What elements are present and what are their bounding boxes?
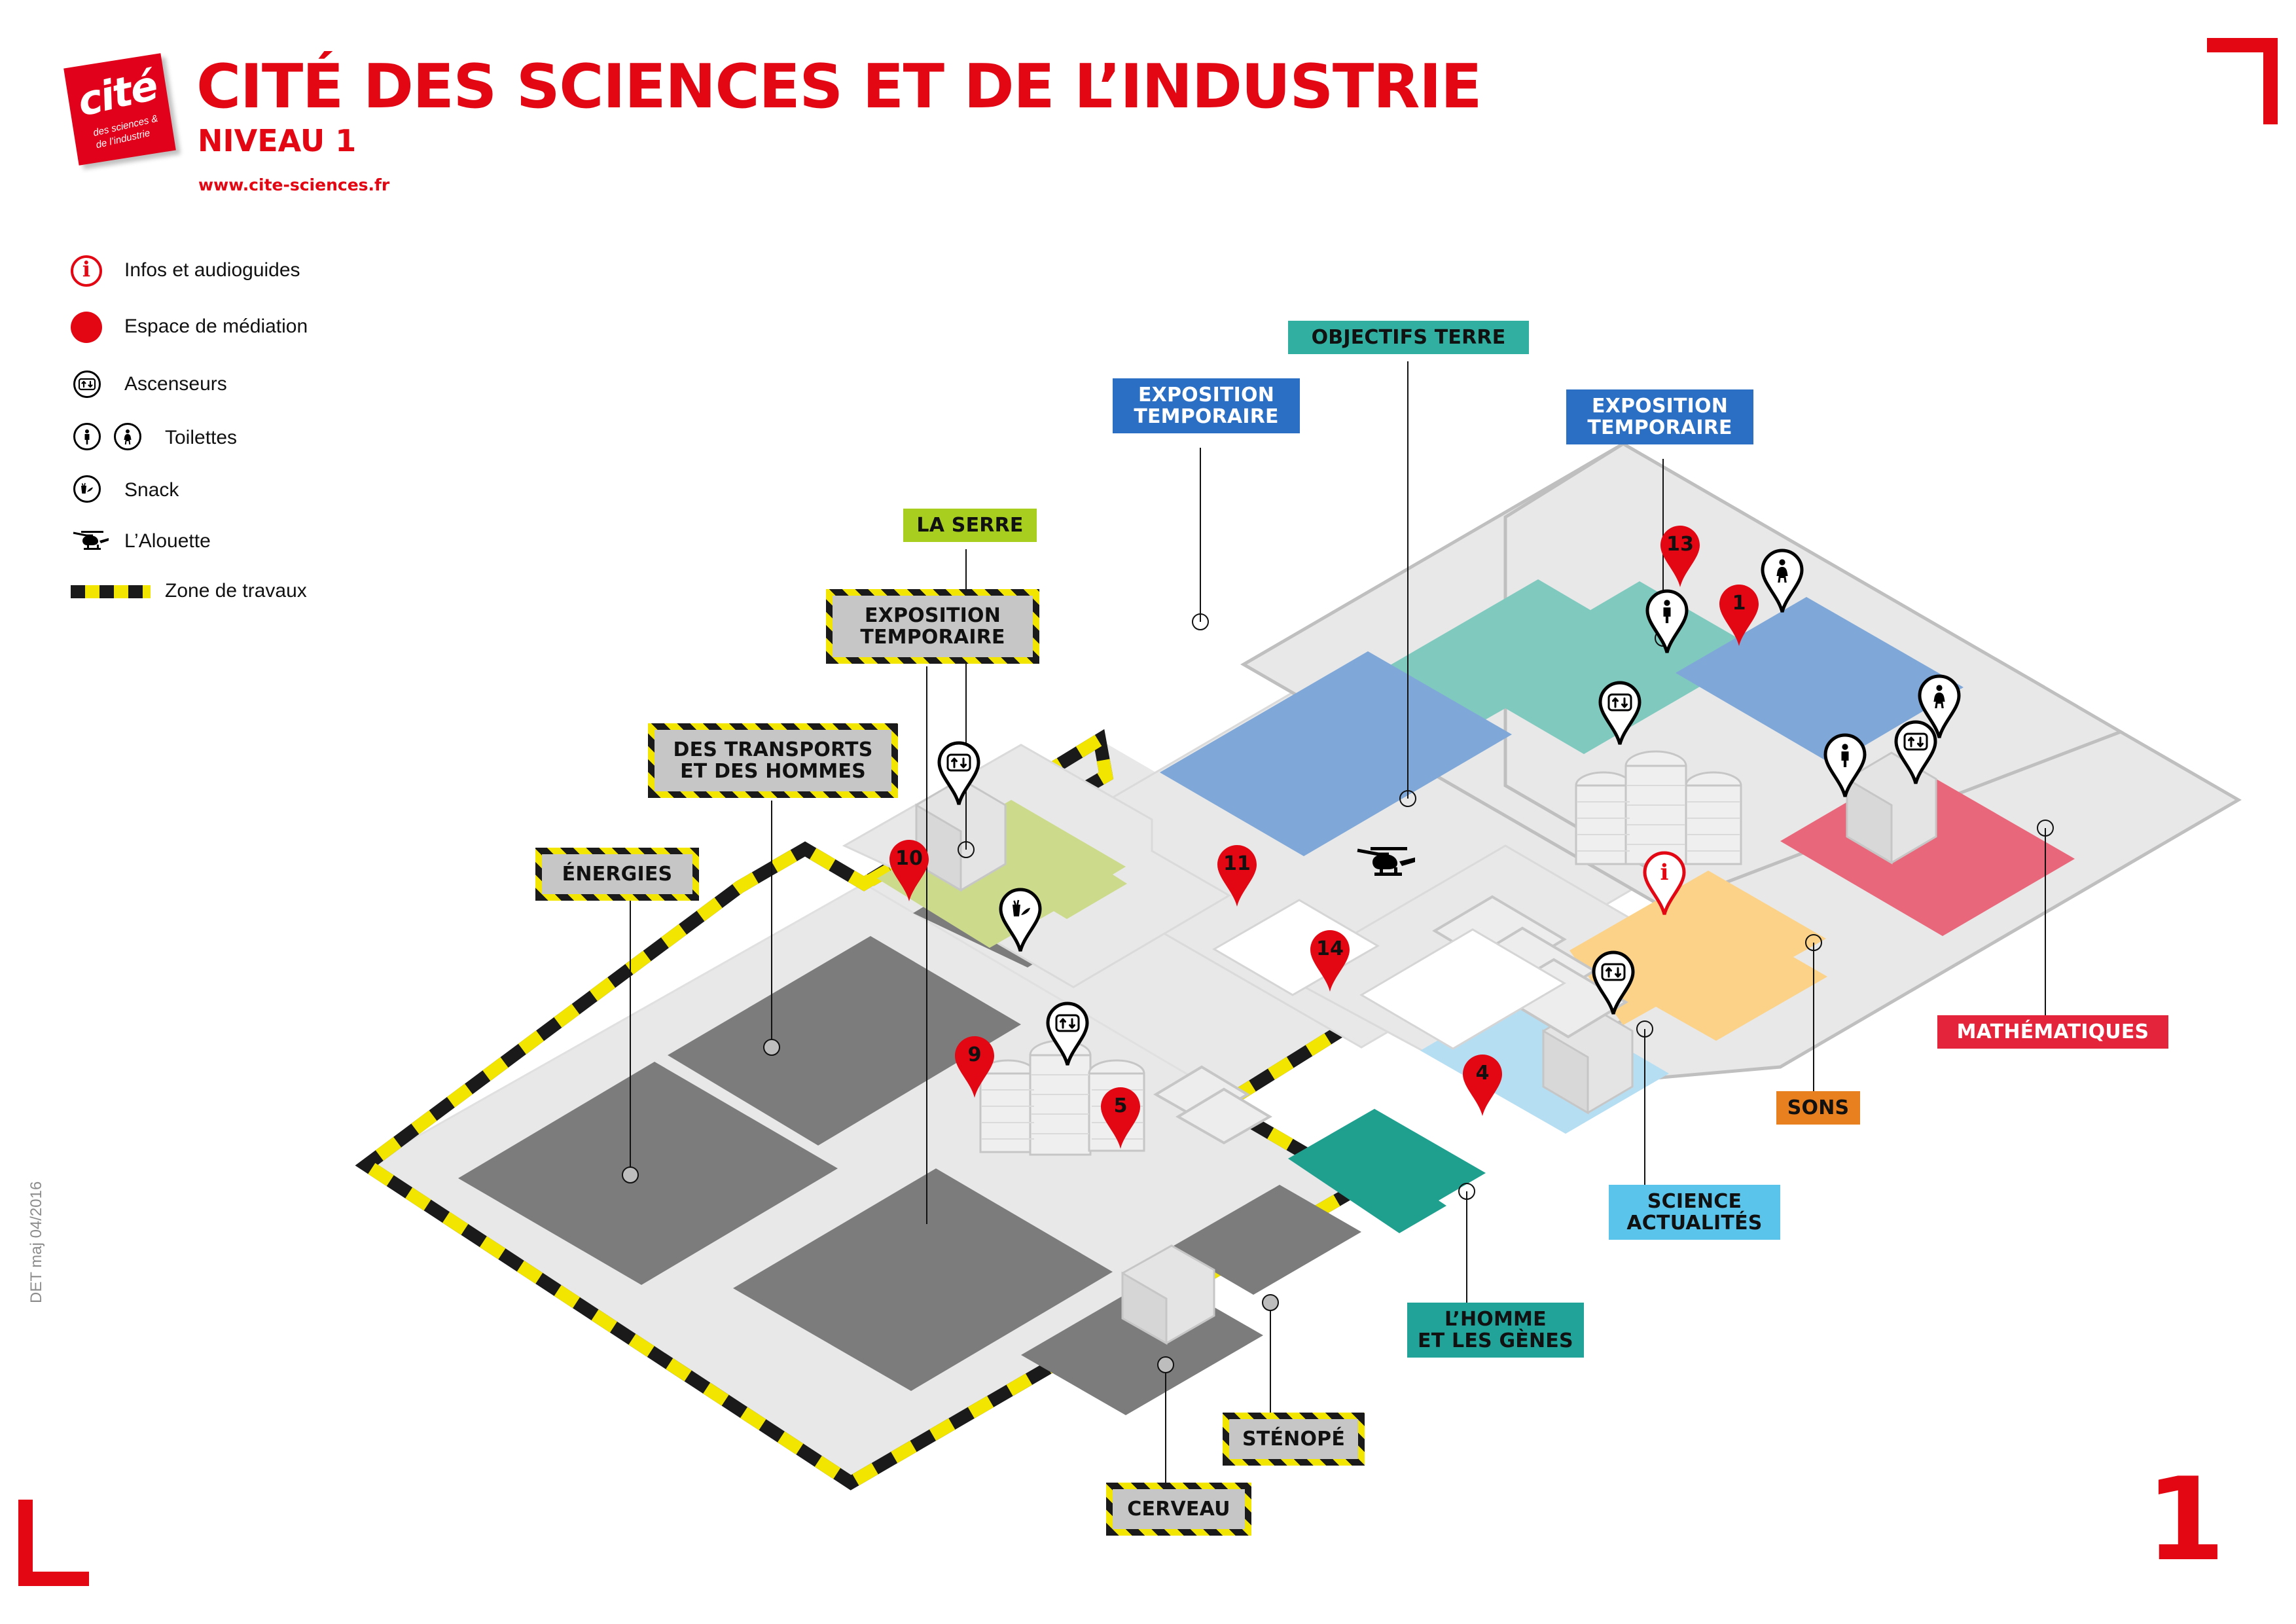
map-pin-number[interactable]: 14: [1306, 928, 1354, 994]
map-label-science-actualites[interactable]: SCIENCE ACTUALITÉS: [1609, 1185, 1780, 1240]
area-homme-genes: [1288, 1109, 1486, 1233]
level-number: 1: [2145, 1454, 2225, 1587]
label-leader-line: [2045, 828, 2046, 1015]
map-pin-snack[interactable]: [996, 888, 1045, 953]
map-label-homme-genes[interactable]: L’HOMME ET LES GÈNES: [1407, 1303, 1584, 1358]
map-label-la-serre[interactable]: LA SERRE: [903, 509, 1037, 542]
map-pin-info-pin[interactable]: i: [1640, 851, 1689, 916]
map-label-cerveau[interactable]: CERVEAU: [1106, 1483, 1251, 1536]
label-leader-line: [965, 549, 967, 850]
label-anchor-dot: [1192, 613, 1209, 630]
map-pin-number[interactable]: 11: [1213, 843, 1261, 909]
map-pin-elevator[interactable]: [935, 741, 983, 806]
map-pin-toilet-women[interactable]: [1758, 549, 1806, 614]
label-leader-line: [1270, 1303, 1271, 1413]
area-expo-blue-left: [1160, 651, 1512, 856]
snack-icon: [73, 475, 101, 503]
map-pin-number[interactable]: 4: [1458, 1053, 1507, 1118]
revision-note: DET maj 04/2016: [27, 1181, 45, 1303]
map-pin-number[interactable]: 9: [950, 1034, 999, 1100]
structures: [915, 750, 1937, 1156]
map-pin-number[interactable]: 5: [1096, 1085, 1145, 1151]
map-label-objectifs-terre[interactable]: OBJECTIFS TERRE: [1288, 321, 1529, 354]
cylinder-cluster-left: [979, 1039, 1145, 1156]
legend-label: Espace de médiation: [124, 316, 308, 337]
label-anchor-dot: [1262, 1294, 1279, 1311]
map-pin-elevator[interactable]: [1596, 681, 1644, 746]
label-anchor-dot: [2037, 820, 2054, 837]
page-title: CITÉ DES SCIENCES ET DE L’INDUSTRIE: [196, 51, 1482, 122]
label-anchor-dot: [1805, 934, 1822, 951]
map-pin-number[interactable]: 10: [885, 838, 933, 903]
map-label-expo-temp-works[interactable]: EXPOSITION TEMPORAIRE: [826, 589, 1039, 664]
area-sons: [1570, 871, 1827, 1041]
helicopter-icon: [71, 526, 111, 555]
label-anchor-dot: [958, 841, 975, 858]
map-label-stenope[interactable]: STÉNOPÉ: [1223, 1413, 1365, 1466]
map-pin-toilet-women[interactable]: [1915, 674, 1964, 740]
elevator-icon: [73, 370, 101, 398]
map-pin-number[interactable]: 1: [1715, 583, 1763, 648]
label-leader-line: [1407, 361, 1408, 799]
legend-label: Toilettes: [165, 427, 238, 448]
map-label-transports-hommes[interactable]: DES TRANSPORTS ET DES HOMMES: [648, 723, 898, 798]
helicopter-icon: [1355, 841, 1419, 882]
map-pin-elevator[interactable]: [1043, 1001, 1092, 1067]
label-leader-line: [1644, 1029, 1645, 1185]
map-label-energies[interactable]: ÉNERGIES: [535, 848, 699, 901]
map-label-sons[interactable]: SONS: [1776, 1091, 1860, 1125]
area-la-serre: [877, 800, 1127, 948]
label-anchor-dot: [1399, 790, 1416, 807]
legend-label: Snack: [124, 479, 179, 501]
label-anchor-dot: [1636, 1020, 1653, 1038]
legend-label: Ascenseurs: [124, 373, 227, 395]
crop-mark-top-right: [2191, 38, 2278, 124]
label-leader-line: [1165, 1365, 1166, 1483]
map-label-mathematiques[interactable]: MATHÉMATIQUES: [1937, 1015, 2168, 1049]
red-dot-icon: [71, 312, 102, 343]
label-anchor-dot: [622, 1166, 639, 1183]
map-label-expo-temp-blue-left[interactable]: EXPOSITION TEMPORAIRE: [1113, 378, 1300, 433]
label-anchor-dot: [763, 1039, 780, 1056]
map-pin-elevator[interactable]: [1892, 720, 1940, 785]
label-leader-line: [926, 666, 927, 1224]
svg-text:i: i: [1660, 859, 1669, 886]
legend-label: Zone de travaux: [165, 580, 307, 602]
label-leader-line: [771, 801, 772, 1047]
map-pin-toilet-men[interactable]: [1821, 733, 1869, 799]
label-leader-line: [1466, 1191, 1467, 1303]
label-leader-line: [630, 900, 631, 1175]
legend-label: Infos et audioguides: [124, 259, 300, 281]
website-url: www.cite-sciences.fr: [198, 175, 390, 194]
label-anchor-dot: [1458, 1183, 1475, 1200]
area-expo-blue-right: [1676, 597, 1964, 765]
page-header: cité des sciences & de l’industrie CITÉ …: [0, 0, 2296, 216]
map-pin-toilet-men[interactable]: [1643, 589, 1691, 655]
toilet-men-icon: [73, 423, 101, 450]
level-subtitle: NIVEAU 1: [198, 123, 357, 158]
label-leader-line: [1200, 448, 1201, 622]
crop-mark-bottom-left: [18, 1500, 105, 1586]
map-label-expo-temp-blue-right[interactable]: EXPOSITION TEMPORAIRE: [1566, 389, 1753, 444]
toilet-women-icon: [114, 423, 141, 450]
info-circle-icon: i: [71, 255, 102, 287]
hazard-stripe-icon: [71, 585, 151, 598]
legend-label: L’Alouette: [124, 530, 211, 552]
label-anchor-dot: [1157, 1356, 1174, 1373]
cylinder-cluster-right: [1575, 750, 1742, 865]
label-leader-line: [1813, 943, 1814, 1091]
map-pin-elevator[interactable]: [1589, 950, 1638, 1016]
map-pin-number[interactable]: 13: [1656, 524, 1704, 589]
